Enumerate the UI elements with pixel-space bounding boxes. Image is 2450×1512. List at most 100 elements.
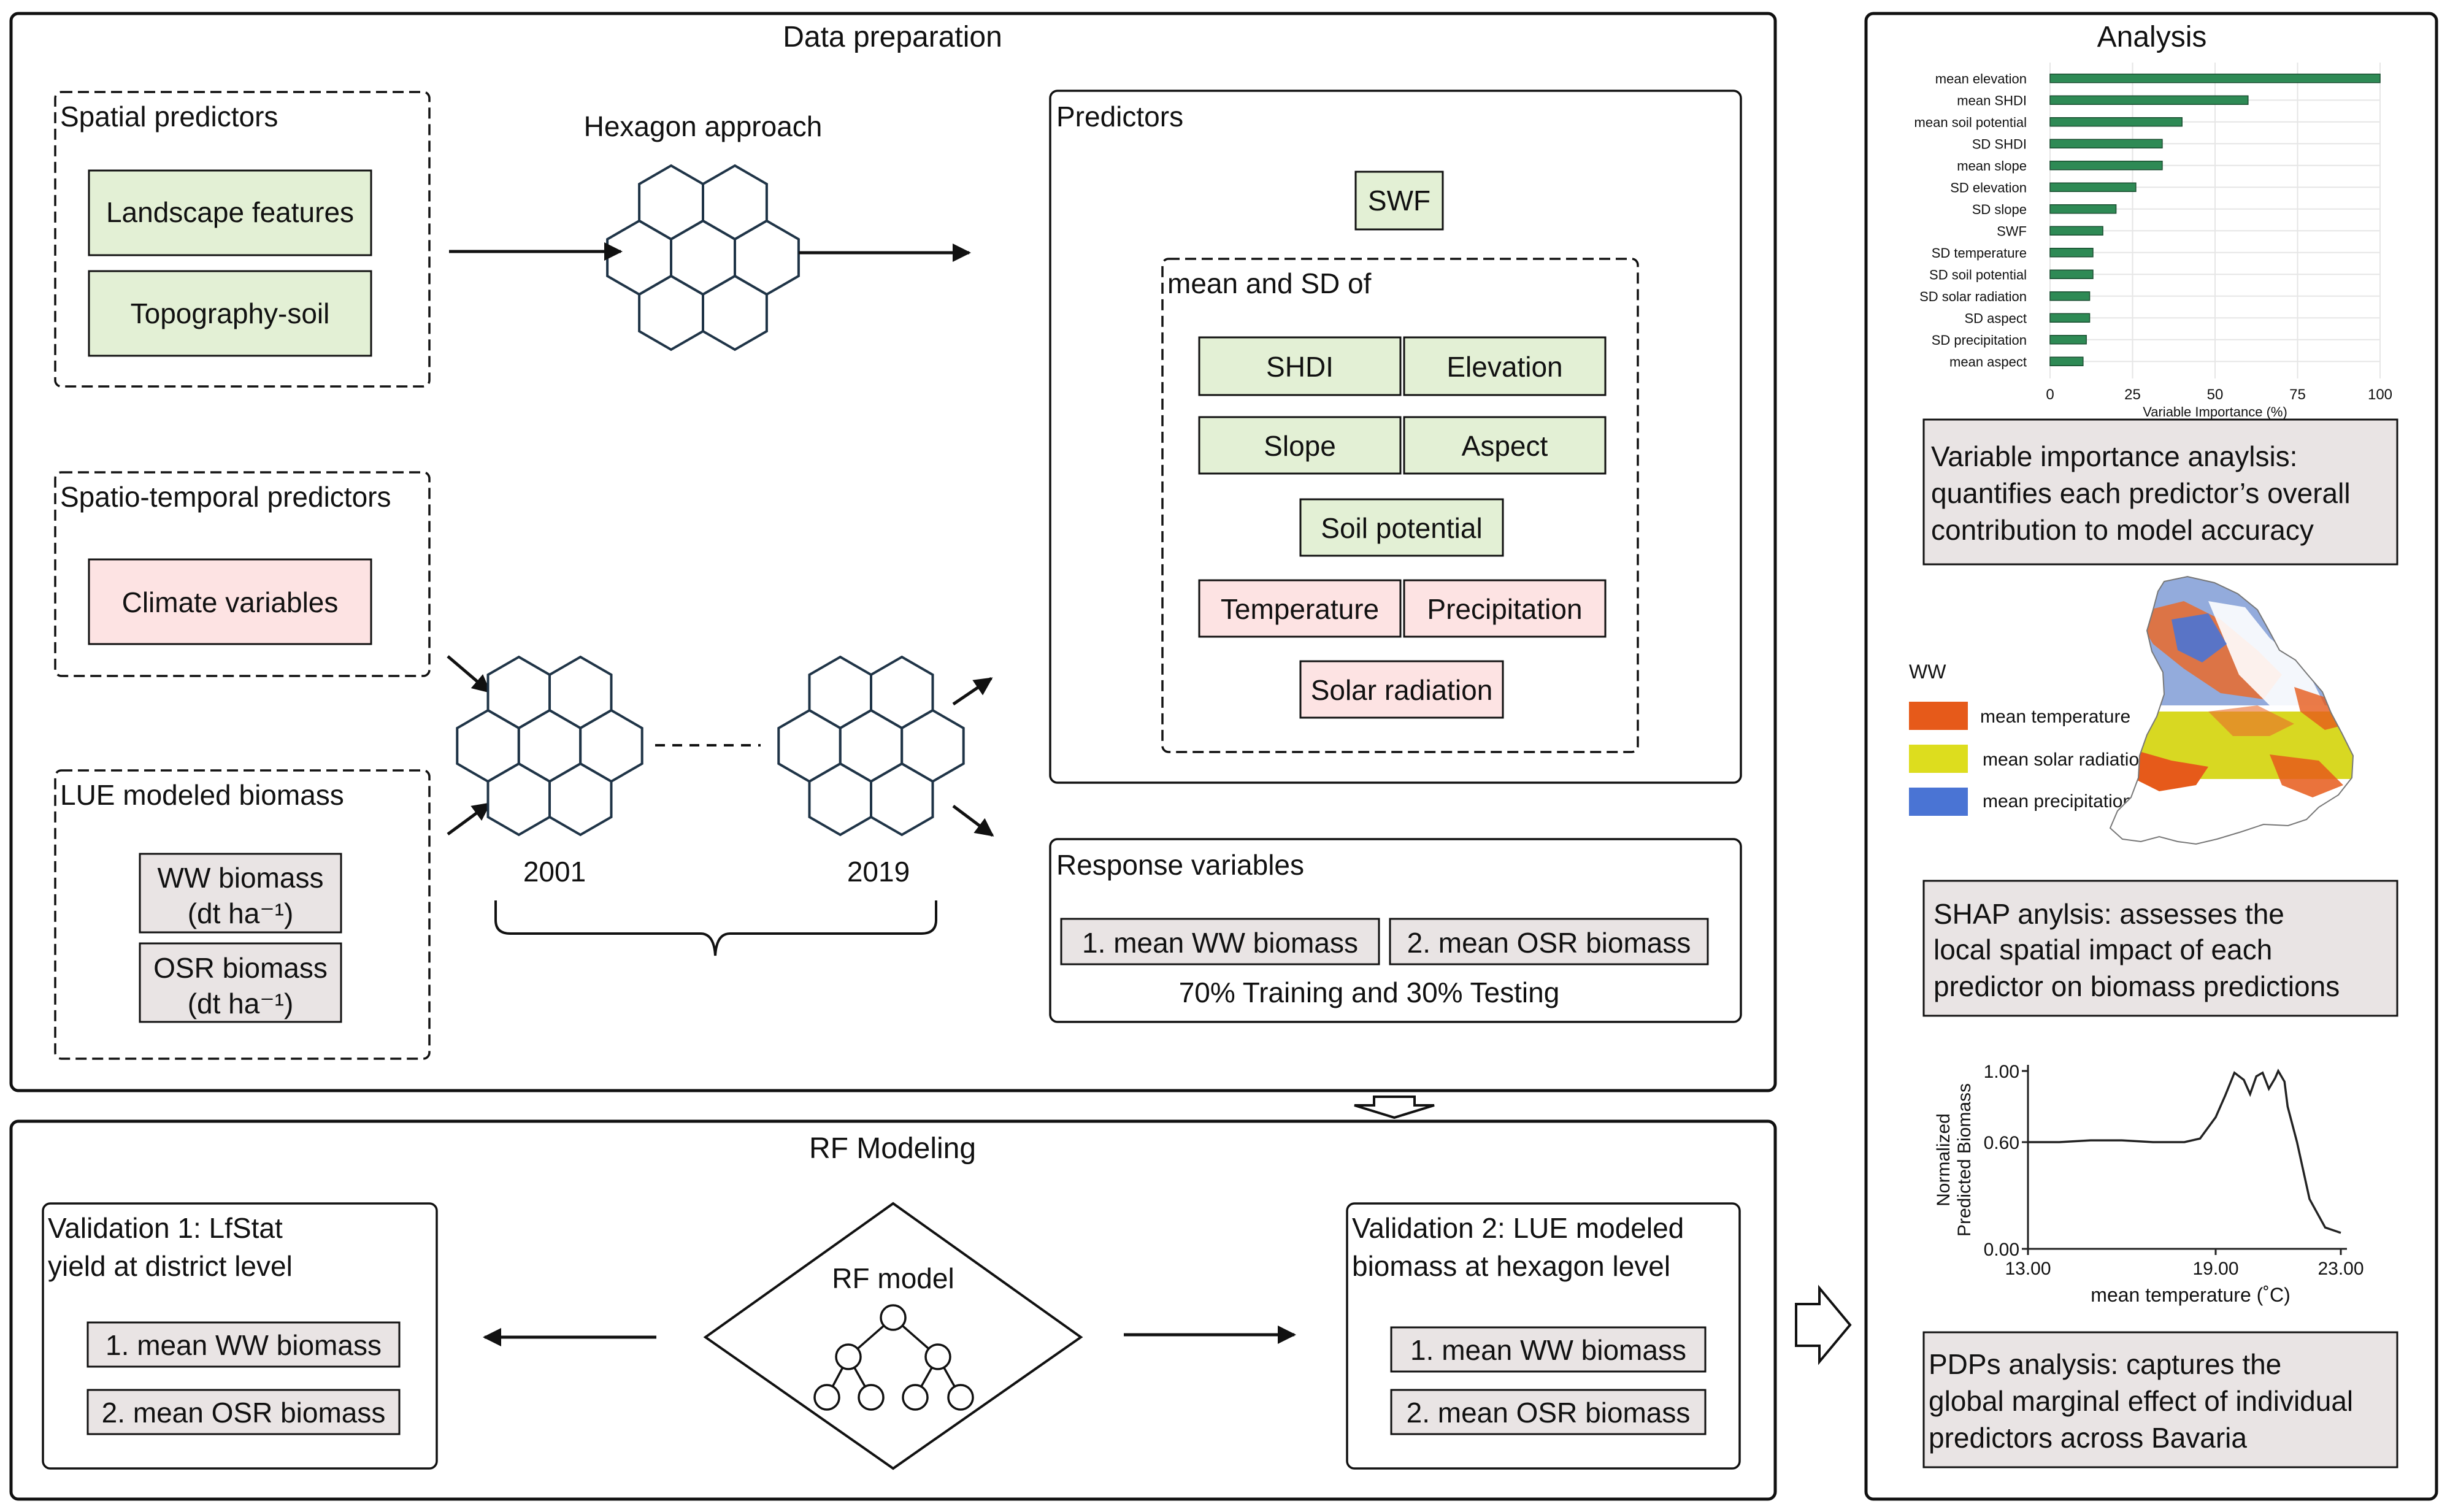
vi-category-label: mean SHDI [1957,93,2027,108]
landscape-features-box [88,169,372,256]
val2-ww-box [1390,1326,1707,1373]
pdp-y-axis-label: NormalizedPredicted Biomass [1934,1083,1975,1237]
data-preparation-panel [9,12,1777,1092]
lue-biomass-title: LUE modeled biomass [60,779,344,811]
shap-text-line-3: predictor on biomass predictions [1934,970,2340,1002]
legend-swatch-temperature [1909,702,1968,730]
legend-swatch-precipitation [1909,788,1968,816]
pdp-text-line-3: predictors across Bavaria [1929,1422,2247,1454]
variable-importance-textbox [1922,418,2398,566]
vi-text-line-2: quantifies each predictor’s overall [1931,477,2351,509]
validation-2-title: Validation 2: LUE modeled [1352,1212,1684,1244]
validation-2-panel [1346,1202,1741,1470]
ww-biomass-box [139,853,342,934]
train-test-split: 70% Training and 30% Testing [1179,977,1560,1008]
pdp-text-line-1: PDPs analysis: captures the [1929,1348,2281,1380]
vi-bar [2049,335,2087,345]
arrow-hex-to-response [952,805,994,837]
response-osr-label: 2. mean OSR biomass [1407,927,1691,959]
right-arrow-to-analysis [1795,1284,1852,1365]
pdp-x-tick-label: 23.00 [2318,1259,2364,1279]
temperature-label: Temperature [1221,593,1379,625]
pdp-axes [2027,1065,2347,1250]
climate-variables-box [88,558,372,645]
response-variables-panel [1049,838,1742,1023]
val1-osr-label: 2. mean OSR biomass [102,1397,386,1429]
vi-bar [2049,204,2117,214]
vi-category-label: mean elevation [1935,71,2027,86]
pdp-line [2028,1069,2341,1234]
slope-box [1198,416,1402,475]
vi-category-label: mean aspect [1949,354,2027,369]
hexagon-grid-icon [606,164,800,351]
year-range-brace [494,900,937,956]
shdi-box [1198,336,1402,396]
swf-label: SWF [1368,185,1430,217]
analysis-title: Analysis [2097,21,2207,53]
vi-text-line-1: Variable importance anaylsis: [1931,440,2297,472]
arrow-climate-to-hex [447,655,491,693]
vi-bar [2049,139,2163,148]
slope-label: Slope [1264,430,1336,462]
response-ww-box [1060,918,1380,965]
year-label-2019: 2019 [847,856,910,888]
hexagon-cell [548,762,613,837]
pdp-y-tick-label: 0.60 [1984,1133,2019,1153]
osr-biomass-label: OSR biomass [153,952,328,984]
vi-category-label: SD slope [1972,202,2027,217]
pdp-textbox [1922,1331,2398,1468]
shdi-label: SHDI [1266,351,1334,383]
precipitation-label: Precipitation [1427,593,1582,625]
pdp-y-tick-label: 1.00 [1984,1062,2019,1082]
vi-category-label: SWF [1997,223,2027,239]
mean-sd-box [1161,258,1639,753]
ww-biomass-unit: (dt ha⁻¹) [188,897,294,929]
validation-2-subtitle: biomass at hexagon level [1352,1250,1670,1282]
arrow-hex-to-predictors-lower [952,677,993,706]
validation-1-title: Validation 1: LfStat [48,1212,283,1244]
solar-radiation-box [1299,660,1504,719]
pdp-x-tick-label: 13.00 [2005,1259,2051,1279]
val1-ww-box [86,1321,401,1368]
vi-bar [2049,313,2091,323]
hexagon-grid-2001-icon [456,655,643,837]
elevation-box [1403,336,1607,396]
validation-1-panel [42,1202,438,1470]
spatial-predictors-title: Spatial predictors [60,101,278,132]
vi-category-label: SD SHDI [1972,136,2027,152]
val2-ww-label: 1. mean WW biomass [1410,1334,1686,1366]
shap-text-line-1: SHAP anylsis: assesses the [1934,898,2284,930]
rf-modeling-title: RF Modeling [809,1132,976,1165]
elevation-label: Elevation [1446,351,1562,383]
arrow-lue-to-hex [447,802,491,836]
down-arrow-to-rf [1354,1096,1435,1119]
temperature-box [1198,579,1402,638]
pdp-x-tick-label: 19.00 [2192,1259,2238,1279]
topography-soil-label: Topography-soil [131,297,330,329]
aspect-label: Aspect [1462,430,1548,462]
bavaria-shap-map [2109,575,2354,845]
vi-bar [2049,226,2103,236]
pdp-text-line-2: global marginal effect of individual [1929,1385,2353,1417]
legend-label-precipitation: mean precipitation [1983,791,2133,812]
spatiotemporal-predictors-title: Spatio-temporal predictors [60,481,391,513]
rf-model-diamond [703,1202,1083,1470]
decision-tree-icon [813,1304,974,1411]
pdp-x-axis-label: mean temperature (˚C) [2091,1284,2290,1306]
swf-box [1354,171,1444,231]
solar-radiation-label: Solar radiation [1311,674,1493,706]
val2-osr-box [1390,1389,1707,1435]
hexagon-grid-2019-icon [777,655,965,837]
vi-tick-label: 0 [2046,386,2054,403]
vi-text-line-3: contribution to model accuracy [1931,514,2314,546]
shap-textbox [1922,880,2398,1017]
rf-modeling-panel [9,1119,1777,1501]
vi-bar [2049,95,2249,105]
vi-bar [2049,182,2137,192]
vi-bar [2049,291,2091,301]
precipitation-box [1403,579,1607,638]
pdp-y-tick-label: 0.00 [1984,1240,2019,1260]
pdp-chart: 0.00 0.60 1.00 13.00 19.00 23.00 mean temperat… [1934,1062,2364,1306]
